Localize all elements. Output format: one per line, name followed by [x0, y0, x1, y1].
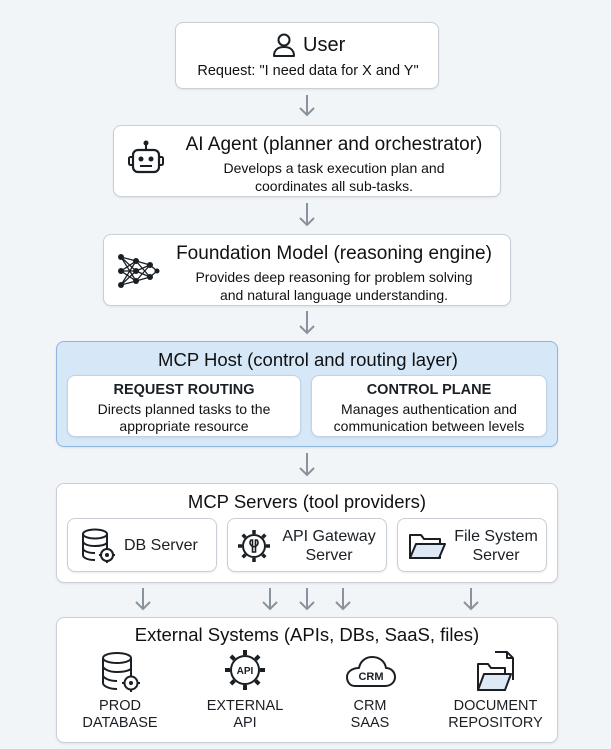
robot-icon [128, 140, 164, 174]
control-line2: communication between levels [333, 418, 525, 434]
mcp-servers-box: MCP Servers (tool providers) DB Server [56, 483, 558, 583]
file-system-line2: Server [472, 547, 520, 564]
user-box: User Request: "I need data for X and Y" [175, 22, 439, 89]
folder-document-icon [477, 651, 514, 691]
api-badge-text: API [237, 666, 254, 677]
neural-network-icon [118, 254, 160, 288]
file-system-line1: File System [454, 528, 538, 545]
control-plane-box: CONTROL PLANE Manages authentication and… [311, 375, 547, 437]
user-title: User [303, 34, 346, 56]
api-gear-icon: API [225, 650, 265, 690]
api-gateway-line2: Server [305, 547, 353, 564]
doc-line1: DOCUMENT [453, 698, 538, 714]
database-gear-icon [102, 652, 140, 692]
host-title: MCP Host (control and routing layer) [158, 349, 458, 370]
arrow-agent-to-foundation [299, 203, 315, 227]
crm-line2: SAAS [350, 715, 390, 731]
file-system-server-box: File System Server [397, 518, 547, 572]
foundation-box: Foundation Model (reasoning engine) Prov… [103, 234, 511, 306]
routing-line2: appropriate resource [119, 418, 249, 434]
arrows-servers-to-external [135, 588, 479, 611]
user-request: Request: "I need data for X and Y" [197, 63, 419, 79]
routing-line1: Directs planned tasks to the [97, 401, 271, 417]
arrow-foundation-to-host [299, 311, 315, 335]
external-title: External Systems (APIs, DBs, SaaS, files… [134, 624, 480, 645]
control-line1: Manages authentication and [341, 401, 517, 417]
folder-icon [409, 534, 446, 559]
arrow-user-to-agent [299, 95, 315, 117]
agent-title: AI Agent (planner and orchestrator) [185, 134, 483, 155]
agent-desc-line1: Develops a task execution plan and [223, 160, 445, 176]
crm-badge-text: CRM [358, 671, 383, 683]
doc-line2: REPOSITORY [448, 715, 543, 731]
person-icon [273, 33, 295, 57]
foundation-desc-line2: and natural language understanding. [219, 287, 449, 303]
prod-line2: DATABASE [82, 715, 158, 731]
external-systems-box: External Systems (APIs, DBs, SaaS, files… [56, 617, 558, 743]
control-title: CONTROL PLANE [366, 382, 492, 398]
external-api-line2: API [233, 715, 257, 731]
api-gateway-server-box: API Gateway Server [227, 518, 387, 572]
agent-box: AI Agent (planner and orchestrator) Deve… [113, 125, 501, 197]
agent-desc-line2: coordinates all sub-tasks. [255, 178, 413, 194]
crm-line1: CRM [353, 698, 387, 714]
cloud-icon: CRM [346, 656, 396, 687]
db-server-label: DB Server [124, 537, 198, 554]
routing-title: REQUEST ROUTING [113, 382, 255, 398]
foundation-desc-line1: Provides deep reasoning for problem solv… [195, 269, 473, 285]
servers-title: MCP Servers (tool providers) [187, 491, 427, 512]
request-routing-box: REQUEST ROUTING Directs planned tasks to… [67, 375, 301, 437]
prod-line1: PROD [99, 698, 141, 714]
arrow-host-to-servers [299, 453, 315, 477]
db-server-box: DB Server [67, 518, 217, 572]
mcp-host-box: MCP Host (control and routing layer) REQ… [56, 341, 558, 447]
foundation-title: Foundation Model (reasoning engine) [176, 243, 492, 264]
database-gear-icon [82, 528, 115, 563]
gear-wrench-icon [238, 530, 270, 562]
external-api-line1: EXTERNAL [206, 698, 284, 714]
api-gateway-line1: API Gateway [282, 528, 376, 545]
